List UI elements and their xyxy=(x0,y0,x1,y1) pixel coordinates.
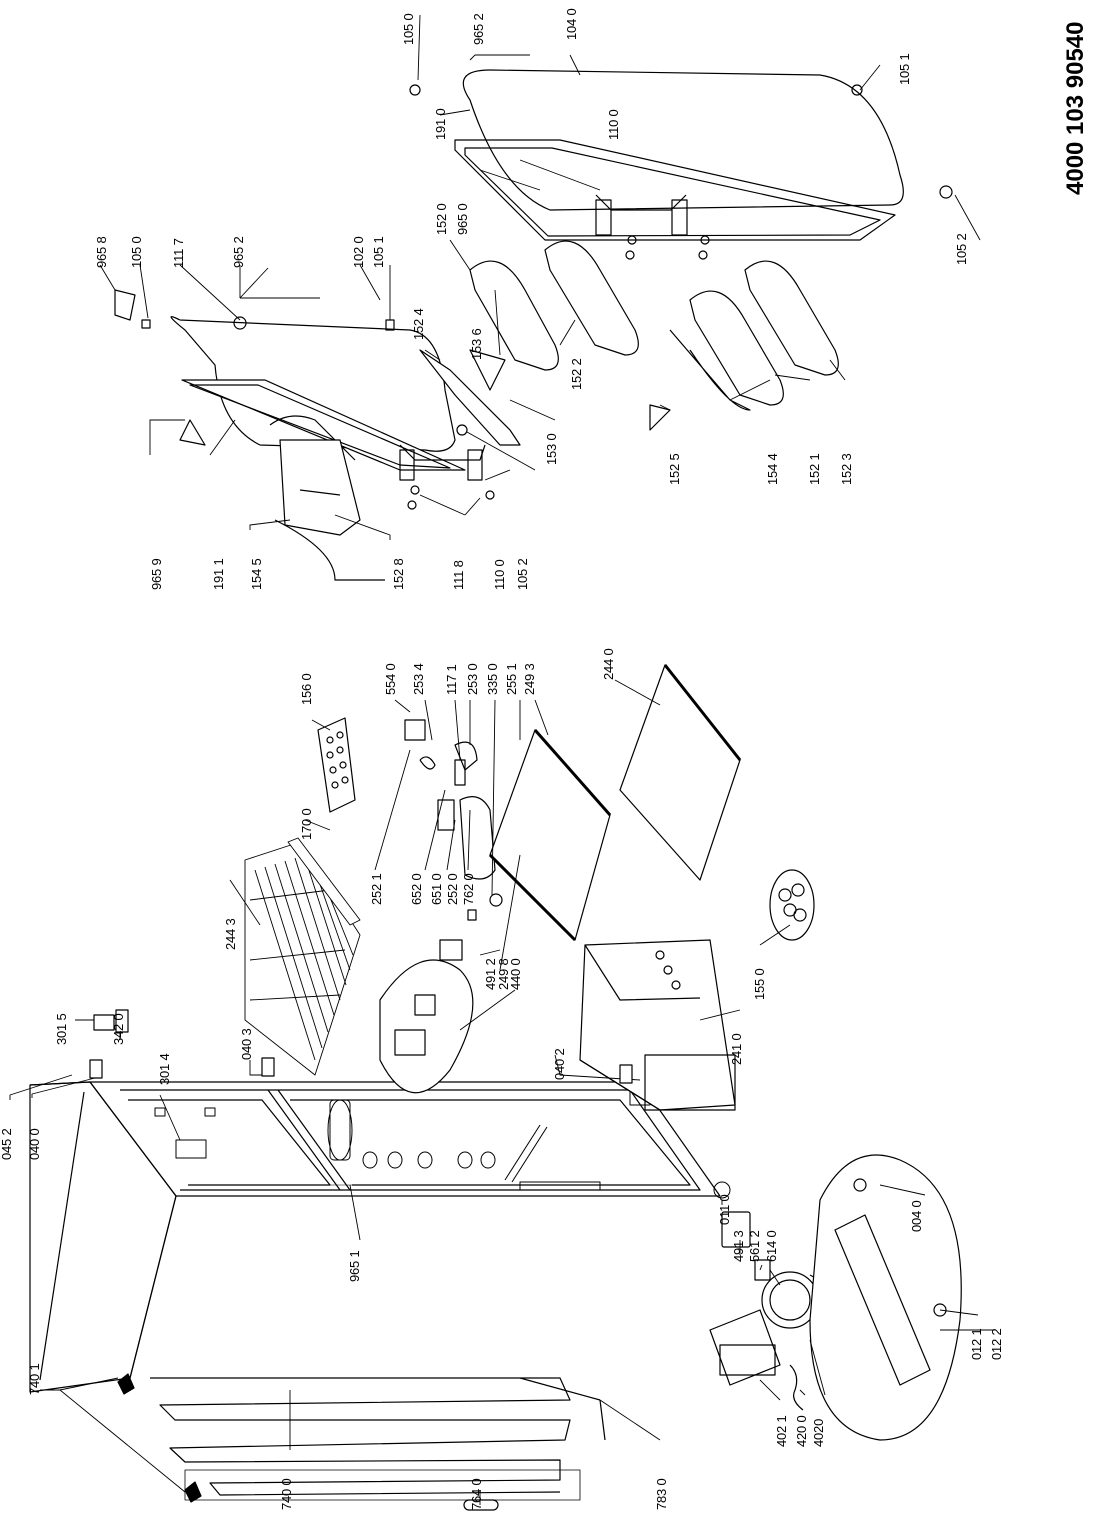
part-label: 104 0 xyxy=(564,8,579,40)
part-label: 614 0 xyxy=(764,1230,779,1262)
part-label: 249 3 xyxy=(522,663,537,695)
freezer-flap xyxy=(274,439,385,581)
part-label: 4020 xyxy=(811,1418,826,1447)
part-label: 491 3 xyxy=(731,1230,746,1262)
compressor-group xyxy=(709,1211,841,1411)
part-label: 554 0 xyxy=(383,663,398,695)
part-label: 110 0 xyxy=(606,109,621,140)
bottle-holder xyxy=(769,869,815,941)
part-label: 965 8 xyxy=(94,236,109,268)
glass-shelf-lower xyxy=(619,664,742,881)
part-label: 105 0 xyxy=(401,13,416,45)
hinge-hardware xyxy=(89,909,633,1084)
thermostat-detail xyxy=(379,939,474,1094)
part-label: 651 0 xyxy=(429,873,444,905)
part-label: 152 0 xyxy=(434,203,449,235)
cabinet-interior-details xyxy=(154,1089,731,1199)
part-label: 152 1 xyxy=(807,453,822,485)
part-label: 152 8 xyxy=(391,558,406,590)
part-label: 110 0 xyxy=(492,559,507,590)
part-label: 040 0 xyxy=(27,1128,42,1160)
part-label: 152 5 xyxy=(667,453,682,485)
document-id: 4000 103 90540 xyxy=(1062,21,1089,195)
part-label: 152 2 xyxy=(569,358,584,390)
part-label: 012 1 xyxy=(969,1328,984,1360)
part-label: 241 0 xyxy=(729,1033,744,1065)
hinge-cover xyxy=(114,289,395,446)
part-label: 105 2 xyxy=(515,558,530,590)
cabinet-body xyxy=(29,1081,721,1393)
egg-tray xyxy=(317,717,356,813)
part-label: 152 4 xyxy=(411,308,426,340)
part-label: 253 0 xyxy=(465,663,480,695)
part-label: 561 2 xyxy=(747,1230,762,1262)
part-label: 111 8 xyxy=(451,560,466,590)
crisper-drawer xyxy=(579,939,736,1111)
base-plate-detail xyxy=(809,1154,962,1441)
part-label: 012 2 xyxy=(989,1328,1004,1360)
part-label: 153 6 xyxy=(469,328,484,360)
part-label: 105 2 xyxy=(954,233,969,265)
part-label: 402 1 xyxy=(774,1415,789,1447)
part-label: 155 0 xyxy=(752,968,767,1000)
part-label: 170 0 xyxy=(299,808,314,840)
wire-shelf xyxy=(244,837,361,1076)
freezer-door xyxy=(170,316,466,471)
part-label: 740 0 xyxy=(279,1478,294,1510)
part-label: 045 2 xyxy=(0,1128,14,1160)
part-label: 253 4 xyxy=(411,663,426,695)
part-label: 965 0 xyxy=(455,203,470,235)
part-label: 154 5 xyxy=(249,558,264,590)
part-label: 965 2 xyxy=(231,236,246,268)
part-label: 965 2 xyxy=(471,13,486,45)
part-label: 004 0 xyxy=(909,1200,924,1232)
part-label: 762 0 xyxy=(461,873,476,905)
leader-lines xyxy=(9,14,995,1505)
part-label: 301 4 xyxy=(157,1053,172,1085)
part-label: 420 0 xyxy=(794,1415,809,1447)
part-label: 764 0 xyxy=(469,1478,484,1510)
glass-shelf-upper xyxy=(488,729,612,942)
part-label: 244 3 xyxy=(223,918,238,950)
bracket-740-1 xyxy=(117,1373,202,1503)
part-label: 011 0 xyxy=(717,1194,732,1225)
part-label: 191 0 xyxy=(433,108,448,140)
part-label: 965 9 xyxy=(149,558,164,590)
part-label: 440 0 xyxy=(508,958,523,990)
condenser-coil xyxy=(150,1377,606,1501)
part-label: 040 3 xyxy=(239,1028,254,1060)
part-label: 252 0 xyxy=(445,873,460,905)
part-label: 244 0 xyxy=(601,648,616,680)
door-shelves xyxy=(419,240,839,446)
part-label: 154 4 xyxy=(765,453,780,485)
part-label: 252 1 xyxy=(369,873,384,905)
part-label: 342 0 xyxy=(111,1013,126,1045)
part-label: 335 0 xyxy=(485,663,500,695)
part-label: 965 1 xyxy=(347,1250,362,1282)
part-label: 740 1 xyxy=(27,1363,42,1395)
hinge-pin-764 xyxy=(463,1499,499,1511)
part-label: 117 1 xyxy=(444,664,459,695)
door-handle-upper xyxy=(399,444,495,510)
part-label: 105 0 xyxy=(129,236,144,268)
door-screws xyxy=(409,84,953,436)
part-label: 105 1 xyxy=(371,236,386,268)
part-label: 301 5 xyxy=(54,1013,69,1045)
part-label: 040 2 xyxy=(552,1048,567,1080)
part-label: 255 1 xyxy=(504,663,519,695)
part-label: 156 0 xyxy=(299,673,314,705)
part-label: 652 0 xyxy=(409,873,424,905)
part-label: 191 1 xyxy=(211,558,226,590)
part-label: 152 3 xyxy=(839,453,854,485)
fridge-door xyxy=(454,69,904,241)
part-label: 102 0 xyxy=(351,236,366,268)
part-label: 783 0 xyxy=(654,1478,669,1510)
part-label: 105 1 xyxy=(897,53,912,85)
part-label: 111 7 xyxy=(171,238,186,268)
part-label: 153 0 xyxy=(544,433,559,465)
